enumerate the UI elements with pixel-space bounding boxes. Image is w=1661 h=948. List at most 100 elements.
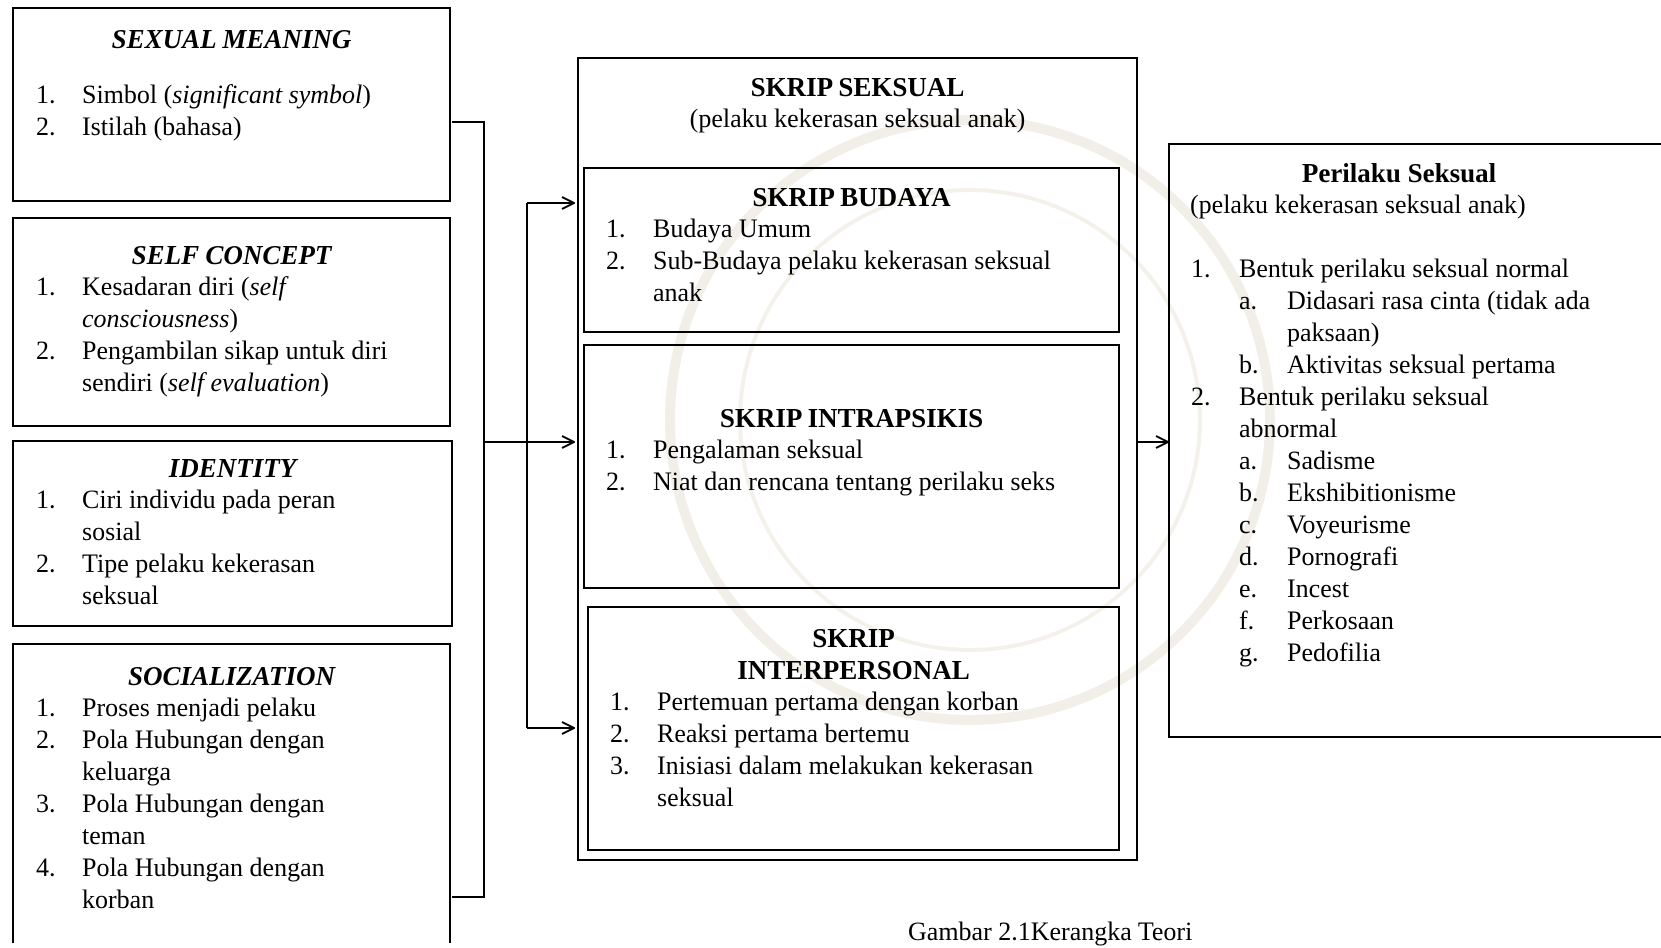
- list-item: 1. Budaya Umum: [585, 213, 1058, 245]
- socialization-box: SOCIALIZATION 1. Proses menjadi pelaku 2.…: [12, 643, 451, 943]
- item-text: Didasari rasa cinta (tidak ada paksaan): [1287, 286, 1591, 347]
- skrip-interpersonal-title-line1: SKRIP: [812, 623, 895, 653]
- item-text: Sadisme: [1287, 446, 1376, 475]
- left-bracket: [452, 121, 485, 898]
- perilaku-seksual-subtitle: (pelaku kekerasan seksual anak): [1190, 190, 1526, 219]
- sexual-meaning-box: SEXUAL MEANING 1.Simbol (significant sym…: [12, 7, 451, 202]
- item-text: Simbol (: [82, 80, 173, 109]
- skrip-budaya-box: SKRIP BUDAYA 1. Budaya Umum 2.Sub-Budaya …: [583, 167, 1120, 333]
- item-text: Pola Hubungan dengan teman: [82, 789, 325, 850]
- item-text: Pedofilia: [1287, 638, 1381, 667]
- list-item: 4. Pola Hubungan dengan korban: [14, 852, 379, 916]
- list-item: 2. Reaksi pertama bertemu: [589, 718, 1098, 750]
- sublist-item: b. Ekshibitionisme: [1239, 477, 1548, 509]
- item-number: 1.: [606, 214, 626, 243]
- item-number: 2.: [606, 246, 626, 275]
- item-letter: b.: [1239, 350, 1259, 379]
- item-text: Proses menjadi pelaku: [82, 693, 316, 722]
- self-concept-list: 1. Kesadaran diri (self consciousness) 2.…: [14, 271, 449, 399]
- item-text: Aktivitas seksual pertama: [1287, 350, 1556, 379]
- item-text: Pengambilan sikap untuk diri sendiri (: [82, 336, 388, 397]
- item-tail: ): [320, 368, 329, 397]
- item-italic: self consciousness: [82, 272, 286, 333]
- item-tail: ): [362, 80, 371, 109]
- skrip-budaya-list: 1. Budaya Umum 2.Sub-Budaya pelaku kekera…: [585, 213, 1118, 309]
- item-text: Perkosaan: [1287, 606, 1394, 635]
- item-text: Ekshibitionisme: [1287, 478, 1456, 507]
- identity-box: IDENTITY 1.Ciri individu pada peran sosi…: [12, 440, 453, 627]
- sexual-meaning-list: 1. Simbol (significant symbol) 2.Istilah …: [14, 79, 449, 143]
- sublist-item: c.Voyeurisme: [1239, 509, 1548, 541]
- item-italic: significant symbol: [172, 80, 363, 109]
- self-concept-box: SELF CONCEPT 1. Kesadaran diri (self cons…: [12, 217, 451, 427]
- skrip-interpersonal-title-line2: INTERPERSONAL: [737, 655, 970, 685]
- item-text: Inisiasi dalam melakukan kekerasan seksu…: [657, 751, 1034, 812]
- item-number: 1.: [610, 687, 630, 716]
- item-text: Reaksi pertama bertemu: [657, 719, 910, 748]
- skrip-interpersonal-list: 1. Pertemuan pertama dengan korban 2. Reak…: [589, 686, 1118, 814]
- item-text: Kesadaran diri (: [82, 272, 250, 301]
- item-text: Pola Hubungan dengan korban: [82, 853, 325, 914]
- sublist-item: e. Incest: [1239, 573, 1548, 605]
- item-text: Bentuk perilaku seksual abnormal: [1239, 382, 1489, 443]
- item-number: 4.: [36, 853, 56, 882]
- sublist-item: a. Sadisme: [1239, 445, 1548, 477]
- identity-title: IDENTITY: [168, 453, 297, 483]
- sublist-item: f. Perkosaan: [1239, 605, 1548, 637]
- skrip-budaya-title: SKRIP BUDAYA: [752, 182, 951, 212]
- list-item: 2.Sub-Budaya pelaku kekerasan seksual an…: [585, 245, 1058, 309]
- item-letter: e.: [1239, 574, 1258, 603]
- item-number: 2.: [610, 719, 630, 748]
- item-text: Tipe pelaku kekerasan seksual: [82, 549, 315, 610]
- self-concept-title: SELF CONCEPT: [131, 240, 332, 270]
- sublist-item: b. Aktivitas seksual pertama: [1239, 349, 1648, 381]
- list-item: 3. Inisiasi dalam melakukan kekerasan sek…: [589, 750, 1098, 814]
- item-letter: f.: [1239, 606, 1255, 635]
- item-letter: d.: [1239, 542, 1259, 571]
- identity-list: 1.Ciri individu pada peran sosial 2. Tipe…: [14, 484, 451, 612]
- item-text: Budaya Umum: [653, 214, 812, 243]
- item-number: 2.: [36, 549, 56, 578]
- socialization-list: 1. Proses menjadi pelaku 2. Pola Hubungan …: [14, 692, 449, 916]
- skrip-intrapsikis-list: 1.Pengalaman seksual 2.Niat dan rencana …: [585, 434, 1118, 498]
- item-number: 3.: [36, 789, 56, 818]
- item-text: Istilah (bahasa): [82, 112, 242, 141]
- item-number: 2.: [36, 725, 56, 754]
- list-item: 2. Pola Hubungan dengan keluarga: [14, 724, 379, 788]
- item-text: Incest: [1287, 574, 1350, 603]
- sublist-item: a.Didasari rasa cinta (tidak ada paksaan…: [1239, 285, 1648, 349]
- perilaku-seksual-title: Perilaku Seksual: [1301, 158, 1497, 188]
- item-number: 1.: [36, 80, 56, 109]
- item-italic: self evaluation: [167, 368, 321, 397]
- item-text: Ciri individu pada peran sosial: [82, 485, 336, 546]
- list-item: 2. Tipe pelaku kekerasan seksual: [14, 548, 391, 612]
- list-item: 1.Ciri individu pada peran sosial: [14, 484, 391, 548]
- item-text: Bentuk perilaku seksual normal: [1239, 254, 1569, 283]
- item-letter: b.: [1239, 478, 1259, 507]
- skrip-intrapsikis-title: SKRIP INTRAPSIKIS: [719, 403, 984, 433]
- item-number: 3.: [610, 751, 630, 780]
- list-item: 2.Istilah (bahasa): [14, 111, 449, 143]
- item-letter: a.: [1239, 446, 1258, 475]
- list-item: 2.Niat dan rencana tentang perilaku seks: [585, 466, 1078, 498]
- skrip-intrapsikis-box: SKRIP INTRAPSIKIS 1.Pengalaman seksual 2…: [583, 344, 1120, 589]
- sublist-item: d. Pornografi: [1239, 541, 1548, 573]
- item-text: Pola Hubungan dengan keluarga: [82, 725, 325, 786]
- item-number: 2.: [36, 336, 56, 365]
- list-item: 1.Bentuk perilaku seksual normal a.Didas…: [1170, 253, 1648, 381]
- watermark-seal: [665, 115, 1275, 725]
- socialization-title: SOCIALIZATION: [127, 661, 336, 691]
- sublist-normal: a.Didasari rasa cinta (tidak ada paksaan…: [1239, 285, 1648, 381]
- skrip-interpersonal-box: SKRIP INTERPERSONAL 1. Pertemuan pertama …: [587, 606, 1120, 851]
- item-text: Pornografi: [1287, 542, 1399, 571]
- list-item: 2.Bentuk perilaku seksual abnormal a.Sad…: [1170, 381, 1648, 669]
- item-number: 1.: [36, 693, 56, 722]
- list-item: 2. Pengambilan sikap untuk diri sendiri (…: [14, 335, 431, 399]
- item-text: Pertemuan pertama dengan korban: [657, 687, 1019, 716]
- item-number: 1.: [36, 272, 56, 301]
- skrip-seksual-box: SKRIP SEKSUAL (pelaku kekerasan seksual …: [577, 57, 1138, 861]
- perilaku-seksual-list: 1.Bentuk perilaku seksual normal a.Didas…: [1170, 253, 1661, 669]
- sublist-item: g.Pedofilia: [1239, 637, 1548, 669]
- list-item: 1. Proses menjadi pelaku: [14, 692, 379, 724]
